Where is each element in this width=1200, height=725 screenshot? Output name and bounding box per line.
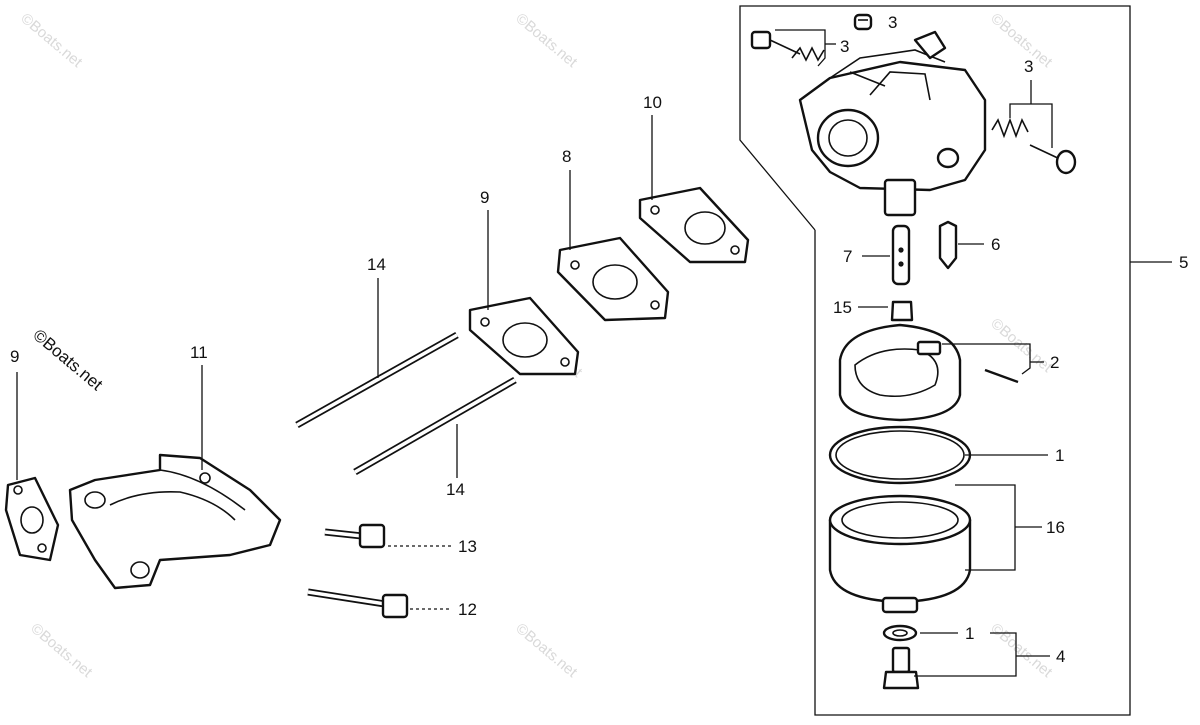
watermark-dark: ©Boats.net (29, 326, 106, 395)
watermark-8: ©Boats.net (987, 620, 1056, 681)
intake-pipe: 11 (68, 343, 282, 590)
callout-16: 16 (1046, 518, 1065, 537)
idle-screw: 3 (991, 57, 1077, 175)
watermark-3: ©Boats.net (987, 10, 1056, 71)
callout-13: 13 (458, 537, 477, 556)
callout-4: 4 (1056, 647, 1065, 666)
drain-washer: 1 (882, 624, 974, 643)
watermark-1: ©Boats.net (17, 10, 86, 71)
callout-12: 12 (458, 600, 477, 619)
watermark-6: ©Boats.net (27, 620, 96, 681)
watermark-2: ©Boats.net (512, 10, 581, 71)
insulator-8: 8 (556, 147, 670, 322)
main-jet: 15 (833, 298, 914, 322)
callout-2: 2 (1050, 353, 1059, 372)
gasket-9-left: 9 (4, 347, 60, 562)
carburetor-assembly-outline: 5 (739, 5, 1188, 716)
callout-5: 5 (1179, 253, 1188, 272)
callout-9-b: 9 (10, 347, 19, 366)
float-chamber-gasket: 1 (828, 425, 1064, 485)
flange-bolt-12: 12 (307, 588, 477, 619)
float-valve: 6 (938, 220, 1000, 270)
callout-1-b: 1 (965, 624, 974, 643)
stud-bolt-lower: 14 (353, 376, 517, 499)
callout-15: 15 (833, 298, 852, 317)
callout-1-a: 1 (1055, 446, 1064, 465)
float: 2 (838, 323, 1059, 422)
carburetor-body (798, 30, 987, 217)
small-plug-screw: 3 (853, 13, 897, 32)
flange-bolt-13: 13 (324, 523, 477, 556)
gasket-9-middle: 9 (468, 188, 580, 376)
float-chamber: 16 (828, 484, 1065, 614)
callout-6: 6 (991, 235, 1000, 254)
callout-9-a: 9 (480, 188, 489, 207)
watermark-7: ©Boats.net (512, 620, 581, 681)
main-nozzle: 7 (843, 224, 911, 286)
callout-7: 7 (843, 247, 852, 266)
watermark-5: ©Boats.net (987, 315, 1056, 376)
callout-3-b: 3 (888, 13, 897, 32)
callout-8: 8 (562, 147, 571, 166)
callout-3-c: 3 (1024, 57, 1033, 76)
callout-3-a: 3 (840, 37, 849, 56)
drain-bolt: 4 (882, 632, 1065, 690)
callout-11: 11 (190, 343, 208, 362)
stud-bolt-upper: 14 (295, 255, 459, 429)
gasket-10: 10 (638, 93, 750, 264)
callout-14-a: 14 (367, 255, 386, 274)
throttle-screw: 3 (750, 29, 849, 67)
callout-14-b: 14 (446, 480, 465, 499)
callout-10: 10 (643, 93, 662, 112)
